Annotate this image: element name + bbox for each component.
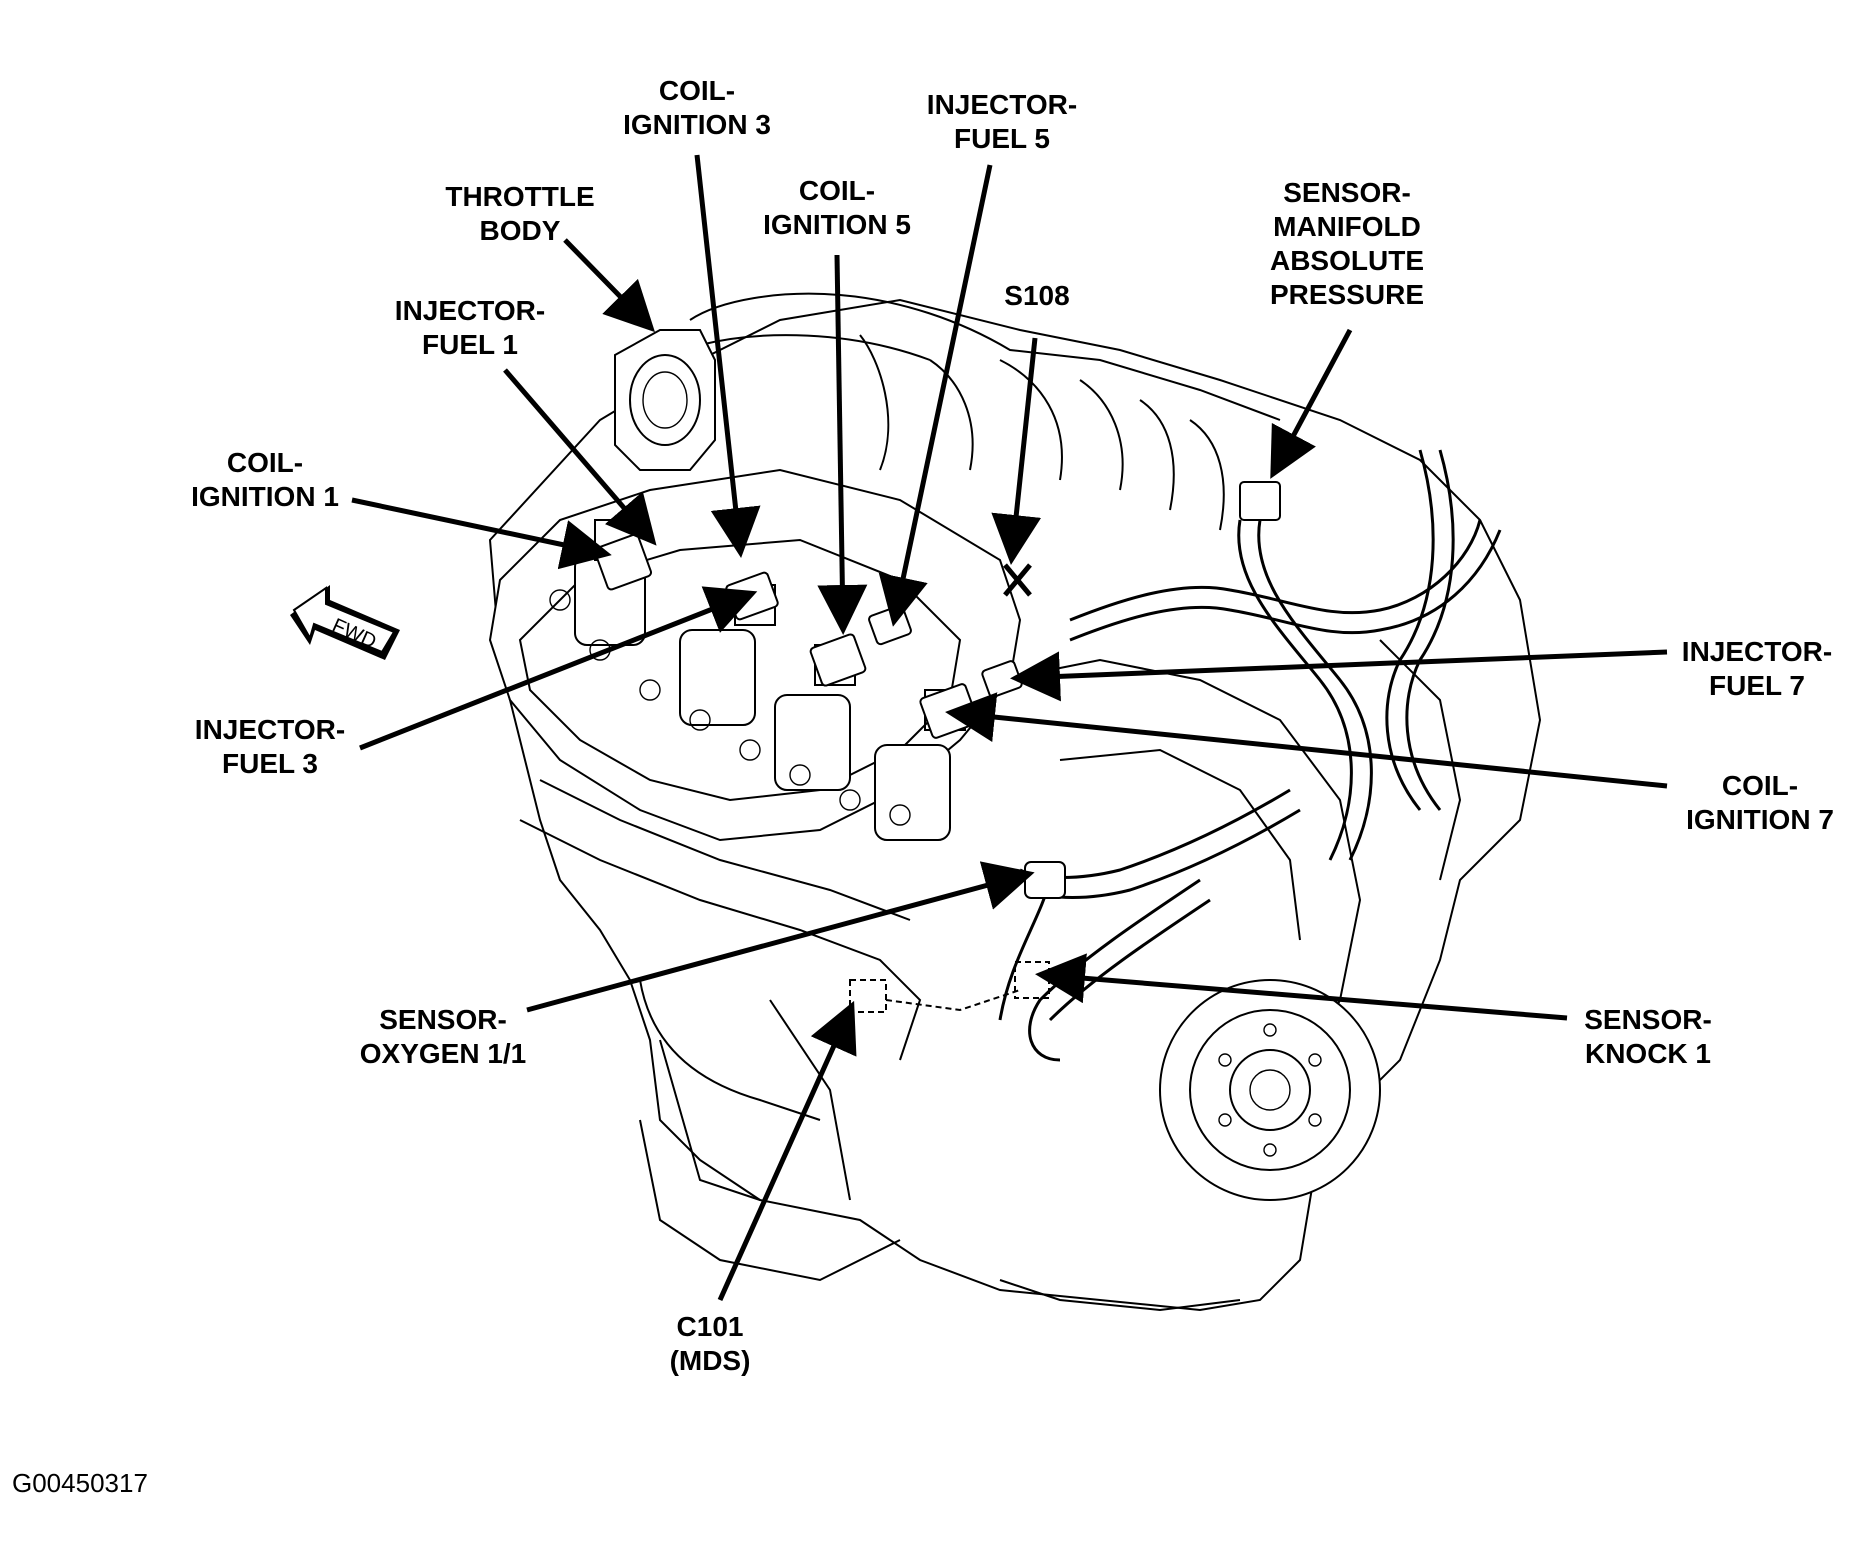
leader-injector-fuel-5 [878,164,993,627]
leader-coil-ignition-7 [945,692,1668,789]
leader-coil-ignition-5 [817,254,868,635]
label-coil-ignition-7: COIL- IGNITION 7 [1686,770,1834,835]
figure-id: G00450317 [12,1468,148,1498]
fwd-arrow-icon: FWD [290,585,400,660]
engine-outline [488,292,1542,1312]
label-coil-ignition-5: COIL- IGNITION 5 [763,175,911,240]
s108-splice-mark [1003,563,1032,597]
leader-s108 [991,337,1042,565]
label-coil-ignition-1: COIL- IGNITION 1 [191,447,339,512]
label-sensor-oxygen-1-1: SENSOR- OXYGEN 1/1 [359,1004,527,1069]
label-coil-ignition-3: COIL- IGNITION 3 [623,75,771,140]
leader-injector-fuel-7 [1010,649,1668,702]
label-c101-mds: C101 (MDS) [669,1311,751,1376]
label-injector-fuel-1: INJECTOR- FUEL 1 [394,295,546,360]
label-s108: S108 [1004,280,1070,311]
label-sensor-knock-1: SENSOR- KNOCK 1 [1584,1004,1712,1069]
leader-lines [351,154,1668,1302]
coil-towers [574,519,966,841]
leader-sensor-oxygen [526,861,1035,1013]
label-injector-fuel-3: INJECTOR- FUEL 3 [194,714,346,779]
leader-sensor-map [1270,328,1353,479]
label-injector-fuel-5: INJECTOR- FUEL 5 [926,89,1078,154]
leader-injector-fuel-1 [503,368,657,546]
leader-throttle-body [563,238,655,333]
label-sensor-map: SENSOR- MANIFOLD ABSOLUTE PRESSURE [1269,177,1425,310]
leader-injector-fuel-3 [359,586,758,751]
harmonic-balancer [1159,979,1381,1201]
label-injector-fuel-7: INJECTOR- FUEL 7 [1681,636,1833,701]
leader-coil-ignition-1 [351,497,612,570]
leader-c101-mds [717,1000,857,1302]
label-throttle-body: THROTTLE BODY [445,181,595,246]
leader-sensor-knock [1035,953,1568,1021]
leader-coil-ignition-3 [694,154,761,558]
